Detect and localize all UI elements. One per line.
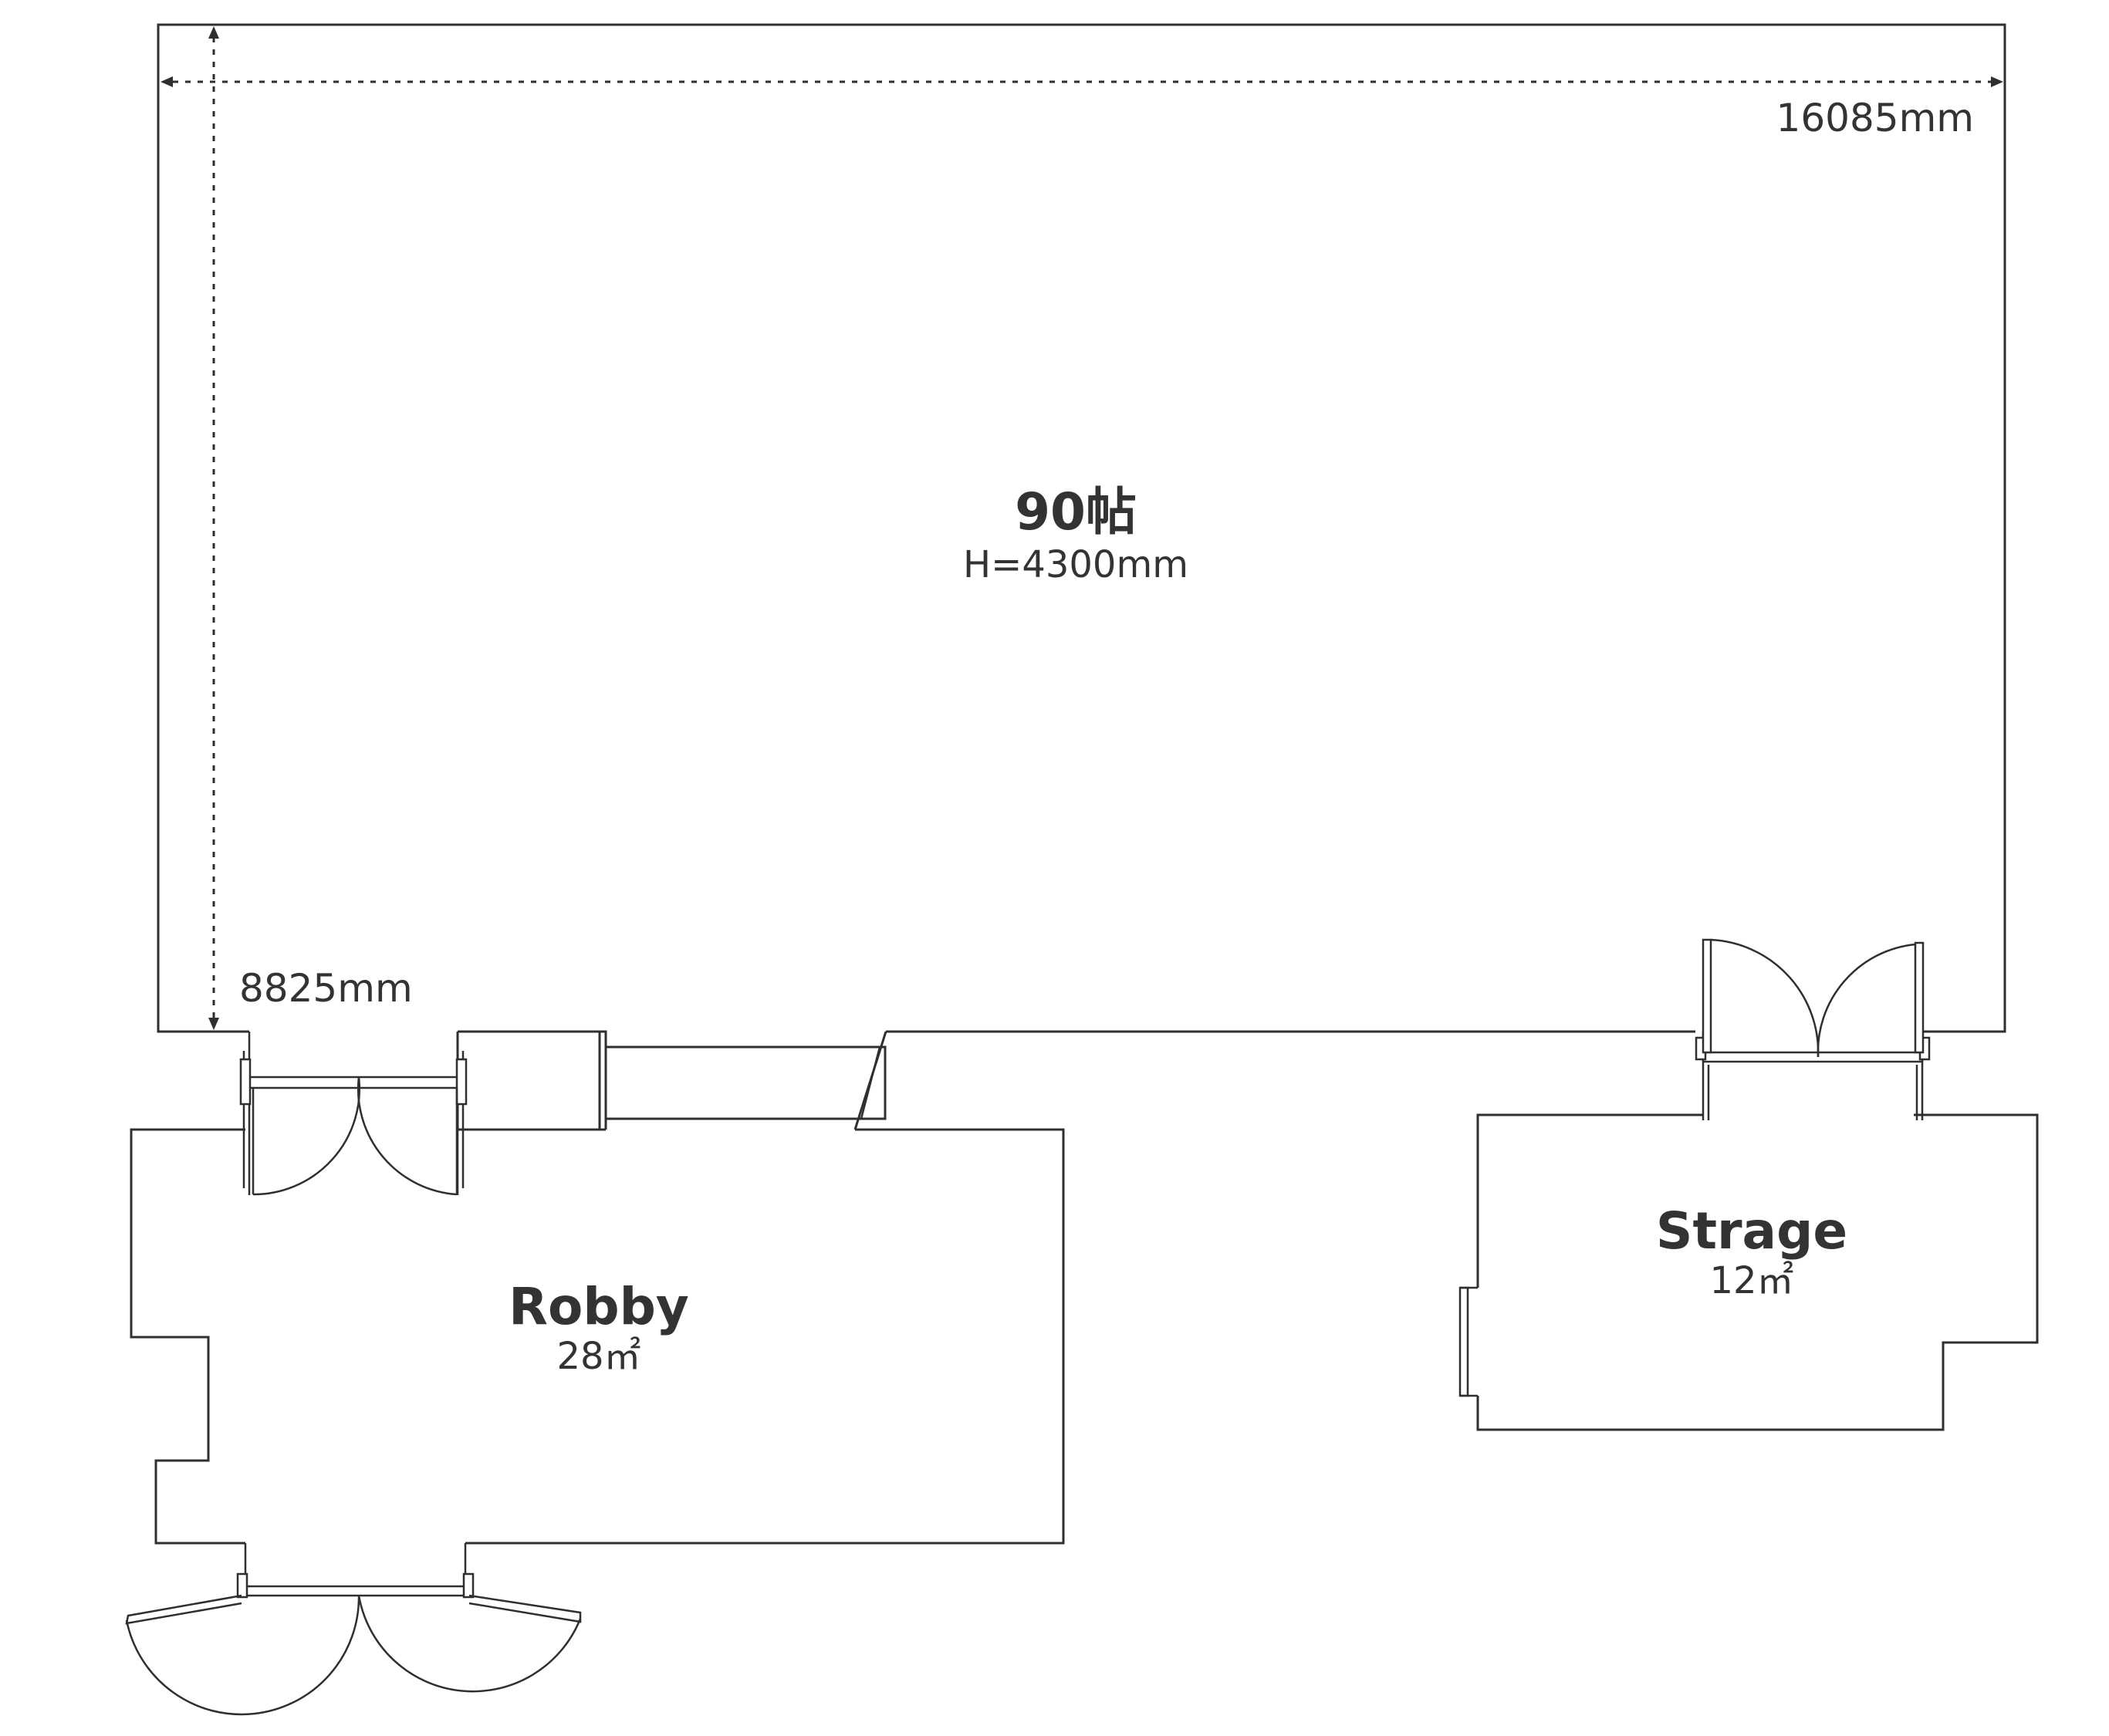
corridor-passage (604, 1045, 887, 1120)
door-strage-track (1702, 1051, 1924, 1063)
door-robby-entrance (125, 1543, 582, 1716)
robby-area: 28㎡ (556, 1335, 640, 1378)
width-arrow-right (1991, 76, 2003, 87)
door-strage-side (1458, 1286, 1478, 1397)
door-entrance-track (244, 1585, 467, 1597)
door-hall-to-robby-post-left (239, 1058, 252, 1106)
door-strage-side-frame (1458, 1286, 1469, 1397)
depth-arrow-bottom (208, 1018, 219, 1030)
door-strage-leaf-left (1702, 938, 1712, 1054)
depth-dimension: 8825mm (208, 26, 413, 1030)
strage-room: Strage 12㎡ (1476, 1113, 2039, 1431)
strage-title: Strage (1656, 1201, 1847, 1261)
width-arrow-left (161, 76, 173, 87)
depth-arrow-top (208, 26, 219, 39)
corridor (456, 1030, 887, 1131)
door-hall-to-robby-swing-right (357, 1076, 458, 1196)
door-entrance-post-right (462, 1572, 475, 1599)
width-dimension-text: 16085mm (1776, 96, 1974, 140)
door-entrance-swing-left (125, 1595, 360, 1716)
depth-dimension-text: 8825mm (239, 966, 413, 1011)
main-hall-title: 90帖 (1015, 482, 1137, 542)
corridor-angled-end-inner (860, 1046, 881, 1120)
door-hall-to-robby-track (248, 1076, 459, 1089)
main-hall-height: H=4300mm (963, 543, 1188, 586)
width-dimension: 16085mm (161, 76, 2003, 140)
robby-wall (130, 1128, 1065, 1545)
robby-title: Robby (509, 1277, 689, 1336)
door-strage-swing-right (1817, 943, 1916, 1058)
door-entrance-swing-right (357, 1595, 582, 1693)
door-strage-leaf-right (1914, 941, 1925, 1054)
corridor-wall (456, 1030, 607, 1131)
robby-room: Robby 28㎡ (130, 1128, 1065, 1545)
door-hall-to-robby-post-right (455, 1058, 468, 1106)
door-hall-to-robby (239, 1032, 468, 1196)
door-entrance-post-left (236, 1572, 248, 1599)
door-hall-to-robby-swing-left (252, 1076, 361, 1196)
door-hall-to-strage (1695, 938, 1931, 1120)
door-entrance-leaf-left (125, 1594, 242, 1625)
door-entrance-leaf-right (468, 1594, 582, 1623)
strage-wall (1476, 1113, 2039, 1431)
strage-area: 12㎡ (1709, 1259, 1793, 1302)
door-strage-swing-left (1710, 938, 1820, 1058)
